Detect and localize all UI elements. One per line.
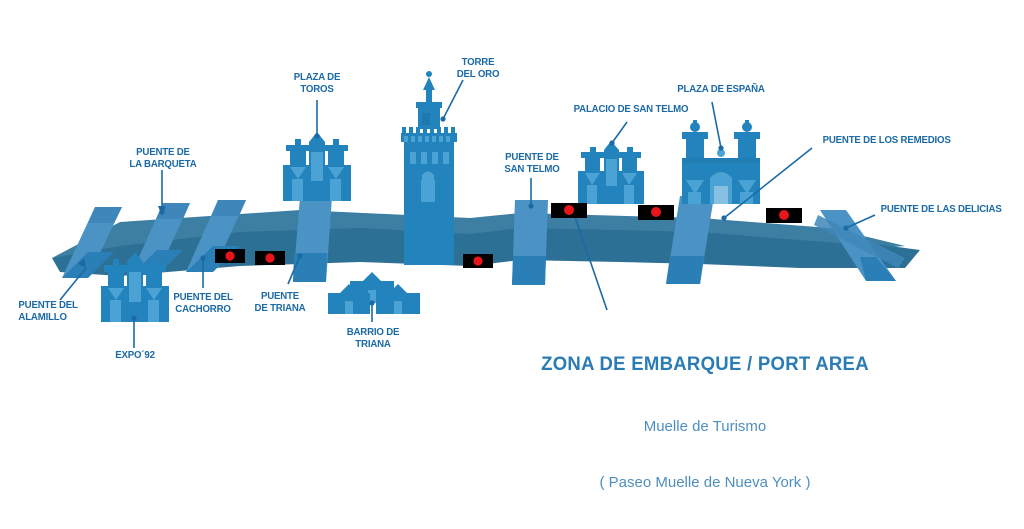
boarding-marker-4 bbox=[551, 203, 587, 218]
port-area-caption: ZONA DE EMBARQUE / PORT AREA Muelle de T… bbox=[520, 316, 890, 529]
leader-lines bbox=[59, 79, 876, 348]
label-expo92: EXPO´92 bbox=[115, 349, 155, 361]
label-puente-de-los-remedios: PUENTE DE LOS REMEDIOS bbox=[822, 134, 951, 146]
bridge-san-telmo bbox=[512, 200, 548, 285]
boarding-marker-2 bbox=[255, 251, 285, 265]
building-palacio-san-telmo bbox=[578, 141, 644, 204]
label-puente-de-san-telmo: PUENTE DE SAN TELMO bbox=[504, 151, 560, 175]
label-puente-de-triana: PUENTE DE TRIANA bbox=[254, 290, 306, 314]
sevilla-river-map: PUENTE DEL ALAMILLO PUENTE DE LA BARQUET… bbox=[18, 56, 1002, 491]
boarding-markers bbox=[215, 203, 802, 268]
map-illustration bbox=[52, 71, 920, 348]
label-palacio-de-san-telmo: PALACIO DE SAN TELMO bbox=[573, 103, 689, 115]
label-plaza-de-espana: PLAZA DE ESPAÑA bbox=[677, 83, 765, 95]
boarding-marker-5 bbox=[638, 205, 674, 220]
leader-triana-bridge bbox=[287, 255, 301, 285]
port-area-subtitle-2: ( Paseo Muelle de Nueva York ) bbox=[599, 474, 811, 491]
label-plaza-de-toros: PLAZA DE TOROS bbox=[293, 71, 341, 95]
building-barrio-triana bbox=[328, 272, 420, 314]
label-puente-del-cachorro: PUENTE DEL CACHORRO bbox=[173, 291, 233, 315]
building-plaza-espana bbox=[682, 120, 760, 204]
leader-port-area bbox=[573, 213, 608, 311]
port-area-title: ZONA DE EMBARQUE / PORT AREA bbox=[541, 353, 869, 375]
bridge-triana bbox=[293, 197, 332, 282]
boarding-marker-1 bbox=[215, 249, 245, 263]
building-plaza-toros bbox=[283, 132, 351, 201]
building-torre-del-oro bbox=[401, 71, 457, 265]
leader-plaza-espana bbox=[711, 101, 722, 149]
bridge-los-remedios bbox=[666, 196, 714, 284]
boarding-marker-3 bbox=[463, 254, 493, 268]
boarding-marker-6 bbox=[766, 208, 802, 223]
leader-delicias bbox=[845, 214, 876, 229]
bridge-alamillo bbox=[62, 207, 122, 278]
label-puente-de-las-delicias: PUENTE DE LAS DELICIAS bbox=[880, 203, 1002, 215]
leader-arrowheads bbox=[78, 206, 166, 268]
label-puente-de-la-barqueta: PUENTE DE LA BARQUETA bbox=[129, 146, 197, 170]
label-puente-del-alamillo: PUENTE DEL ALAMILLO bbox=[18, 299, 78, 323]
label-torre-del-oro: TORRE DEL ORO bbox=[456, 56, 500, 80]
leader-alamillo bbox=[59, 267, 87, 301]
bridge-las-delicias bbox=[814, 210, 905, 281]
port-area-subtitle-1: Muelle de Turismo bbox=[643, 418, 767, 435]
label-barrio-de-triana: BARRIO DE TRIANA bbox=[346, 326, 400, 350]
leader-palacio-san-telmo bbox=[611, 121, 628, 144]
leader-torre-oro bbox=[442, 79, 464, 120]
leader-remedios bbox=[723, 147, 813, 219]
